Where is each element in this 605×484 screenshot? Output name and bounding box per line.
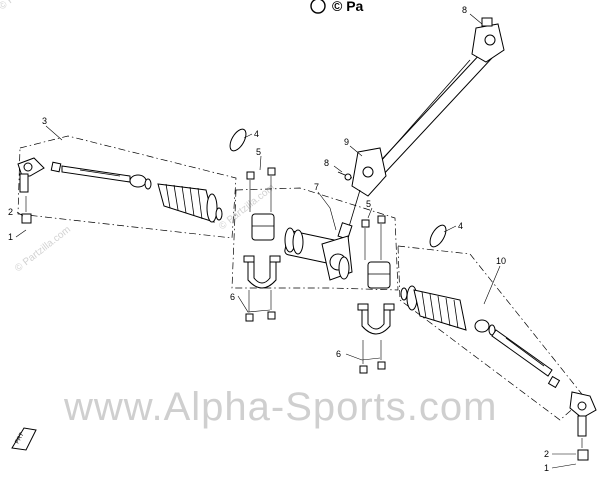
hardware-right (577, 438, 589, 461)
boot-right (400, 285, 467, 331)
mount-left (243, 167, 281, 322)
outline-group-3 (17, 135, 237, 239)
steering-shaft (337, 17, 505, 240)
outline-group-10 (397, 245, 586, 421)
watermark-small-top-left: © Partzilla.com (0, 0, 57, 12)
callout-8-lower: 8 (324, 158, 329, 168)
watermark-main: www.Alpha-Sports.com (63, 385, 497, 429)
callout-9: 9 (344, 137, 349, 147)
callout-4-left: 4 (254, 129, 259, 139)
front-arrow-label: FRT (15, 432, 26, 445)
callout-1-right: 1 (544, 463, 549, 473)
callout-6-left: 6 (230, 292, 235, 302)
callout-5-left: 5 (256, 147, 261, 157)
hardware-left (21, 196, 32, 224)
boot-left (157, 183, 223, 223)
copyright-top: © Pa (310, 0, 364, 14)
mount-right (357, 215, 395, 374)
bolt-8-lower (337, 171, 353, 181)
callout-4-right: 4 (458, 221, 463, 231)
copyright-top-text: © Pa (332, 0, 364, 14)
callout-2-right: 2 (544, 449, 549, 459)
callout-7: 7 (314, 182, 319, 192)
callout-3: 3 (42, 116, 47, 126)
callout-6-right: 6 (336, 349, 341, 359)
front-arrow-icon: FRT (11, 427, 37, 451)
callout-1-left: 1 (8, 232, 13, 242)
tie-rod-right (474, 319, 597, 437)
callout-8-upper: 8 (462, 5, 467, 15)
steering-rack (284, 227, 353, 281)
boot-clamp-left (229, 128, 247, 152)
leader-lines (15, 13, 577, 469)
callout-10: 10 (496, 256, 506, 266)
boot-clamp-right (429, 224, 447, 248)
callout-5-right: 5 (366, 199, 371, 209)
watermark-small-left: © Partzilla.com (13, 224, 73, 274)
outline-group-7 (231, 187, 399, 291)
tie-rod-left (17, 157, 152, 193)
callout-2-left: 2 (8, 207, 13, 217)
